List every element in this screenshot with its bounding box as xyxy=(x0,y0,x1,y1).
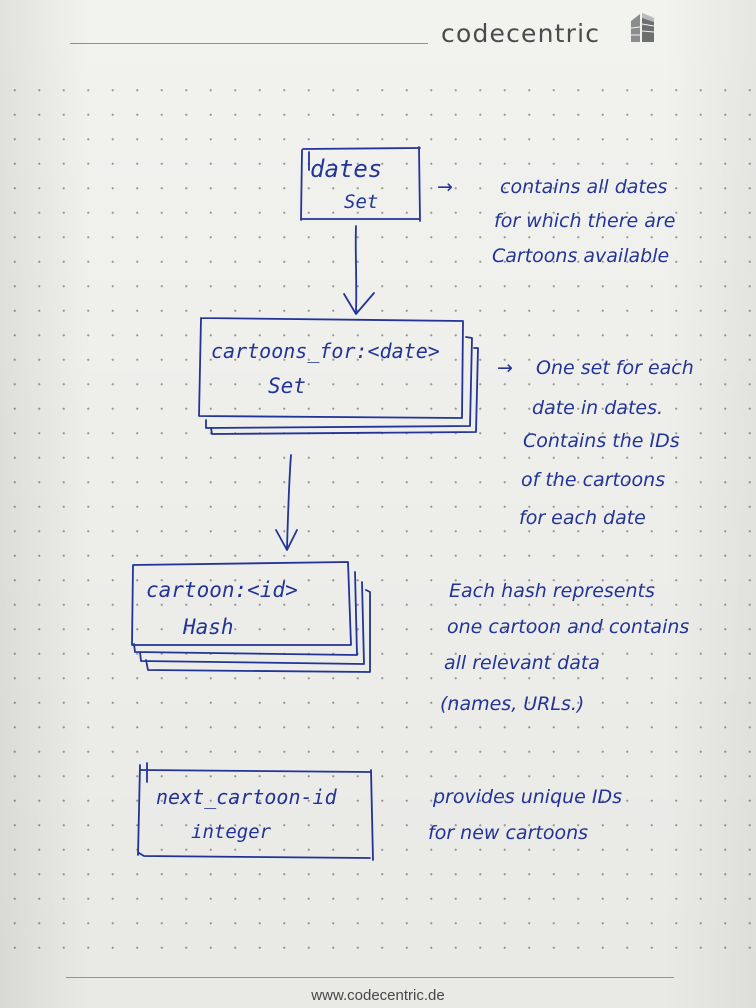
note-cartoons-for-date-line-5: for each date xyxy=(519,507,646,529)
note-cartoons-for-date-arrow: → xyxy=(497,357,513,379)
node-next-cartoon-id-box xyxy=(137,762,374,861)
node-cartoon-id-box xyxy=(131,561,352,646)
stack-layer-2 xyxy=(133,571,358,656)
note-cartoon-id: Each hash represents one cartoon and con… xyxy=(440,580,689,715)
node-dates-box xyxy=(300,146,421,222)
node-cartoon-id-title: cartoon:<id> xyxy=(146,578,298,602)
node-dates: dates Set xyxy=(300,146,421,222)
note-dates: → contains all dates for which there are… xyxy=(437,176,675,267)
stack-layer-4 xyxy=(145,589,371,673)
arrowhead xyxy=(343,292,375,315)
node-cartoons-for-date: cartoons_for:<date> Set xyxy=(198,317,479,435)
note-next-cartoon-id-line-2: for new cartoons xyxy=(428,822,588,844)
note-next-cartoon-id-line-1: provides unique IDs xyxy=(432,786,622,808)
node-next-cartoon-id-title: next_cartoon-id xyxy=(156,785,338,809)
note-cartoon-id-line-1: Each hash represents xyxy=(449,580,655,602)
note-dates-line-3: Cartoons available xyxy=(492,245,669,267)
footer-rule xyxy=(66,977,674,978)
note-cartoon-id-line-4: (names, URLs.) xyxy=(440,693,584,715)
edge-dates-to-cartoons-for xyxy=(343,225,375,315)
node-cartoon-id: cartoon:<id> Hash xyxy=(131,561,371,673)
brand-logo-icon xyxy=(630,13,655,42)
header xyxy=(0,0,756,74)
node-cartoons-for-date-type: Set xyxy=(268,374,306,398)
note-dates-line-1: contains all dates xyxy=(500,176,668,198)
note-cartoons-for-date-line-1: One set for each xyxy=(536,357,694,379)
website-url: www.codecentric.de xyxy=(311,987,445,1004)
stack-layer-2 xyxy=(205,336,473,429)
note-cartoon-id-line-2: one cartoon and contains xyxy=(447,616,689,638)
brand-name: codecentric xyxy=(441,19,601,48)
footer xyxy=(0,960,756,1008)
node-dates-type: Set xyxy=(344,191,378,213)
note-cartoons-for-date-line-3: Contains the IDs xyxy=(523,430,680,452)
node-cartoons-for-date-title: cartoons_for:<date> xyxy=(211,339,440,363)
node-next-cartoon-id: next_cartoon-id integer xyxy=(137,762,374,861)
header-rule xyxy=(70,43,428,44)
arrowhead xyxy=(275,529,298,551)
edge-line xyxy=(354,225,358,313)
edge-line xyxy=(286,454,292,549)
note-cartoons-for-date-line-2: date in dates. xyxy=(532,397,663,419)
note-dates-arrow: → xyxy=(437,176,453,198)
note-cartoons-for-date-line-4: of the cartoons xyxy=(521,469,665,491)
note-next-cartoon-id: provides unique IDs for new cartoons xyxy=(428,786,622,844)
note-dates-line-2: for which there are xyxy=(494,210,675,232)
node-dates-title: dates xyxy=(310,155,382,183)
note-cartoons-for-date: → One set for each date in dates. Contai… xyxy=(497,357,694,529)
stack-layer-3 xyxy=(210,347,479,435)
node-next-cartoon-id-type: integer xyxy=(191,821,272,843)
node-cartoons-for-date-box xyxy=(198,317,464,419)
note-cartoon-id-line-3: all relevant data xyxy=(444,652,600,674)
node-cartoon-id-type: Hash xyxy=(182,615,234,639)
stack-layer-3 xyxy=(139,581,365,665)
edge-cartoons-for-to-cartoon xyxy=(275,454,298,551)
